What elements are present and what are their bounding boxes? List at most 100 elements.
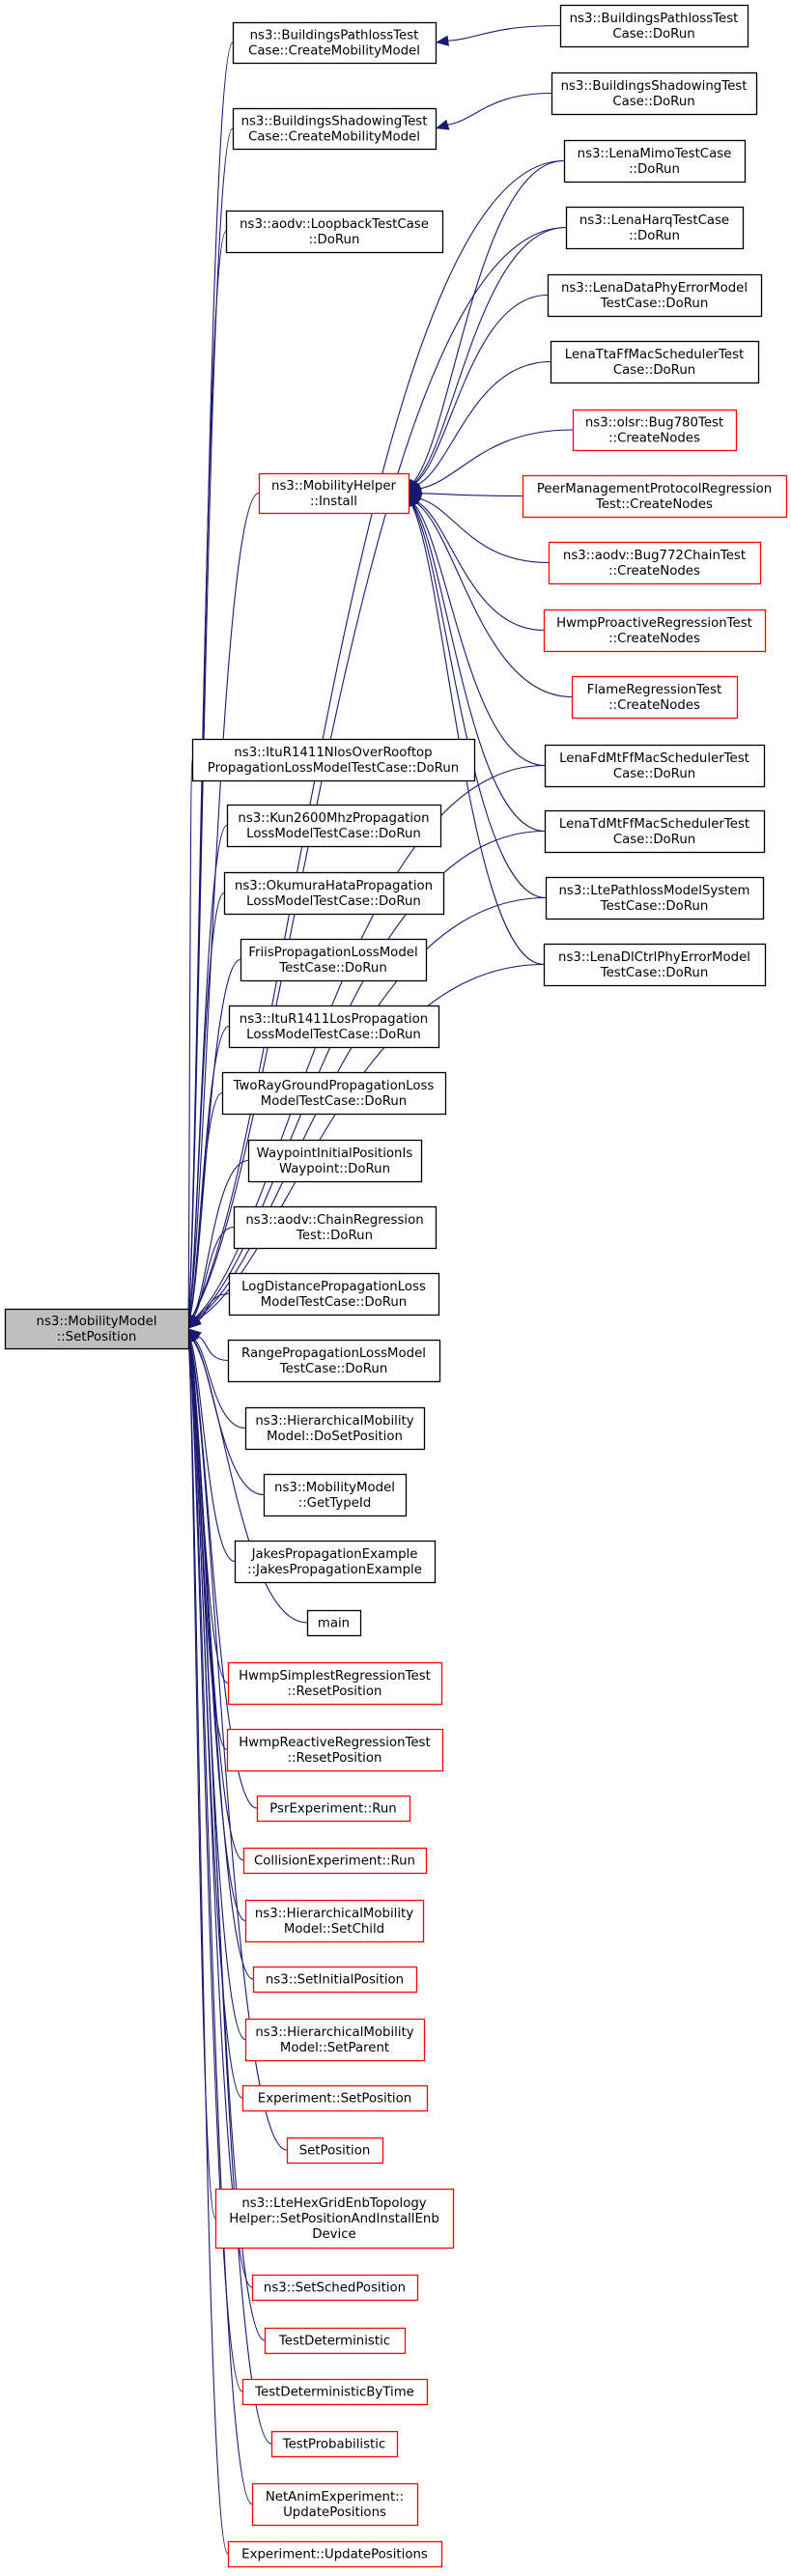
node-okumura[interactable]: ns3::OkumuraHataPropagationLossModelTest…	[223, 871, 445, 916]
node-gettype[interactable]: ns3::MobilityModel::GetTypeId	[263, 1473, 408, 1517]
node-label: HwmpSimplestRegressionTest	[239, 1669, 431, 1684]
node-label: LossModelTestCase::DoRun	[246, 894, 421, 909]
call-edge	[188, 892, 225, 1316]
node-psr[interactable]: PsrExperiment::Run	[256, 1795, 411, 1823]
node-label: ns3::LtePathlossModelSystem	[559, 884, 750, 898]
node-label: Case::DoRun	[612, 95, 694, 109]
node-hwmpp[interactable]: HwmpProactiveRegressionTest::CreateNodes	[543, 609, 767, 653]
node-kun[interactable]: ns3::Kun2600MhzPropagationLossModelTestC…	[226, 804, 442, 848]
node-label: Experiment::SetPosition	[258, 2092, 411, 2107]
node-tworay[interactable]: TwoRayGroundPropagationLossModelTestCase…	[221, 1071, 447, 1116]
node-box	[258, 472, 410, 515]
node-bug772[interactable]: ns3::aodv::Bug772ChainTest::CreateNodes	[548, 541, 762, 585]
node-hwmps[interactable]: HwmpSimplestRegressionTest::ResetPositio…	[227, 1661, 443, 1706]
node-dataphy[interactable]: ns3::LenaDataPhyErrorModelTestCase::DoRu…	[547, 273, 763, 318]
node-itulos[interactable]: ns3::ItuR1411LosPropagationLossModelTest…	[228, 1005, 440, 1049]
node-label: ns3::BuildingsPathlossTest	[250, 29, 419, 43]
node-box	[225, 210, 444, 254]
node-label: Model::SetParent	[280, 2041, 389, 2055]
node-hwmpr[interactable]: HwmpReactiveRegressionTest::ResetPositio…	[226, 1728, 444, 1772]
call-edge	[197, 1336, 229, 1362]
call-edge	[187, 230, 227, 1316]
node-dlctrl[interactable]: ns3::LenaDlCtrlPhyErrorModelTestCase::Do…	[543, 943, 767, 987]
node-label: Model::SetChild	[284, 1922, 384, 1937]
call-edge	[191, 226, 567, 1317]
node-bpc[interactable]: ns3::BuildingsPathlossTestCase::CreateMo…	[232, 21, 438, 65]
node-hierdo[interactable]: ns3::HierarchicalMobilityModel::DoSetPos…	[244, 1406, 426, 1451]
edge-arrowhead	[187, 1316, 202, 1329]
node-label: LossModelTestCase::DoRun	[246, 1028, 421, 1042]
node-testprob[interactable]: TestProbabilistic	[270, 2430, 399, 2458]
node-box	[270, 2430, 399, 2458]
call-edge	[189, 1341, 258, 1809]
node-box	[244, 1406, 426, 1451]
node-peer[interactable]: PeerManagementProtocolRegressionTest::Cr…	[522, 474, 788, 519]
call-edge	[413, 503, 546, 767]
node-expset[interactable]: Experiment::SetPosition	[241, 2084, 429, 2112]
node-label: PropagationLossModelTestCase::DoRun	[208, 761, 459, 776]
node-ltepath[interactable]: ns3::LtePathlossModelSystemTestCase::DoR…	[545, 876, 765, 920]
edge-arrowhead	[435, 35, 450, 46]
node-expupd[interactable]: Experiment::UpdatePositions	[227, 2540, 443, 2568]
node-label: main	[318, 1617, 350, 1631]
node-mimo[interactable]: ns3::LenaMimoTestCase::DoRun	[563, 139, 747, 184]
node-label: Helper::SetPositionAndInstallEnb	[229, 2212, 439, 2226]
node-label: FriisPropagationLossModel	[248, 946, 417, 960]
node-testdet[interactable]: TestDeterministic	[264, 2327, 407, 2355]
node-box	[233, 1205, 438, 1250]
node-main[interactable]: main	[306, 1609, 362, 1637]
node-setpos[interactable]: SetPosition	[286, 2137, 384, 2165]
node-box	[286, 2137, 384, 2165]
node-olsr[interactable]: ns3::olsr::Bug780Test::CreateNodes	[572, 409, 738, 452]
call-edge	[188, 1341, 254, 1980]
node-loop[interactable]: ns3::aodv::LoopbackTestCase::DoRun	[225, 210, 444, 254]
node-label: Model::DoSetPosition	[267, 1430, 403, 1444]
node-label: ns3::SetInitialPosition	[266, 1973, 404, 1988]
node-box	[227, 2540, 443, 2568]
node-label: Test::CreateNodes	[595, 497, 713, 512]
node-testdett[interactable]: TestDeterministicByTime	[241, 2378, 429, 2406]
node-label: ns3::Kun2600MhzPropagation	[238, 811, 429, 826]
node-itunlos[interactable]: ns3::ItuR1411NlosOverRooftopPropagationL…	[191, 738, 476, 782]
call-edge	[192, 1226, 235, 1317]
node-harq[interactable]: ns3::LenaHarqTestCase::DoRun	[565, 206, 745, 250]
node-label: ::CreateNodes	[608, 564, 700, 579]
node-box	[522, 474, 788, 519]
node-box	[232, 21, 438, 65]
node-label: LenaTdMtFfMacSchedulerTest	[559, 817, 749, 832]
node-flame[interactable]: FlameRegressionTest::CreateNodes	[571, 675, 739, 720]
node-box	[244, 2018, 426, 2062]
node-root[interactable]: ns3::MobilityModel::SetPosition	[4, 1308, 190, 1350]
node-box	[226, 804, 442, 848]
node-helper[interactable]: ns3::MobilityHelper::Install	[258, 472, 410, 515]
node-bsc[interactable]: ns3::BuildingsShadowingTestCase::CreateM…	[232, 107, 438, 151]
node-sched[interactable]: ns3::SetSchedPosition	[251, 2274, 419, 2302]
node-netanim[interactable]: NetAnimExperiment::UpdatePositions	[251, 2482, 419, 2527]
node-label: ns3::aodv::ChainRegression	[245, 1213, 423, 1228]
node-label: UpdatePositions	[283, 2505, 386, 2520]
node-ltehex[interactable]: ns3::LteHexGridEnbTopologyHelper::SetPos…	[214, 2188, 455, 2250]
node-label: ::DoRun	[309, 233, 360, 247]
node-hierparent[interactable]: ns3::HierarchicalMobilityModel::SetParen…	[244, 2018, 426, 2062]
node-initpos[interactable]: ns3::SetInitialPosition	[252, 1966, 418, 1994]
node-box	[241, 2084, 429, 2112]
node-label: ::GetTypeId	[298, 1496, 372, 1511]
node-collision[interactable]: CollisionExperiment::Run	[242, 1847, 428, 1875]
node-label: Case::CreateMobilityModel	[248, 44, 420, 59]
node-logdist[interactable]: LogDistancePropagationLossModelTestCase:…	[228, 1272, 440, 1316]
call-edge	[197, 1292, 230, 1321]
node-box	[544, 744, 766, 788]
call-edge	[447, 24, 561, 42]
node-jakes[interactable]: JakesPropagationExample::JakesPropagatio…	[234, 1540, 437, 1584]
